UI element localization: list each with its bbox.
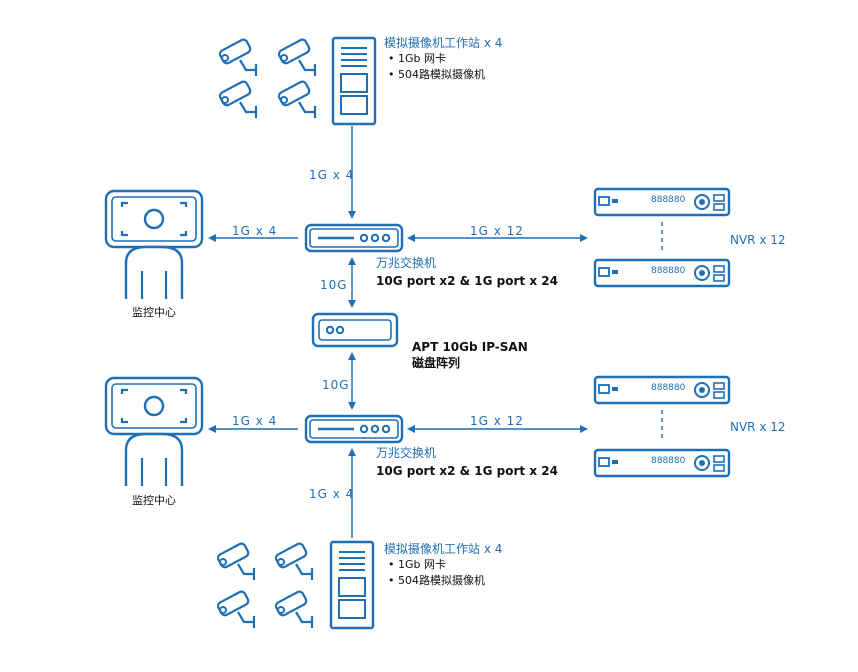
camera-icon xyxy=(273,589,314,630)
top-switch-spec: 10G port x2 & 1G port x 24 xyxy=(376,274,558,288)
nvr-display: 888880 xyxy=(651,266,686,276)
bottom-switch-name: 万兆交换机 xyxy=(376,446,437,460)
bottom-storage-link-label: 10G xyxy=(322,378,350,392)
camera-icon xyxy=(217,79,258,120)
bottom-monitor-label: 监控中心 xyxy=(132,494,176,507)
top-monitor-label: 监控中心 xyxy=(132,306,176,319)
top-workstation-title: 模拟摄像机工作站 x 4 xyxy=(384,36,503,50)
bottom-nvr-count-label: NVR x 12 xyxy=(730,420,786,434)
bullet-text: 1Gb 网卡 xyxy=(398,558,447,571)
top-workstation-bullet: • 1Gb 网卡 xyxy=(388,52,447,65)
nvr-display: 888880 xyxy=(651,383,686,393)
top-uplink-label: 1G x 4 xyxy=(309,168,355,182)
server-icon xyxy=(329,540,375,630)
bottom-switch-spec: 10G port x2 & 1G port x 24 xyxy=(376,464,558,478)
camera-icon xyxy=(217,37,258,78)
camera-icon xyxy=(276,79,317,120)
nvr-display: 888880 xyxy=(651,195,686,205)
top-switch-name: 万兆交换机 xyxy=(376,256,437,270)
bullet-text: 504路模拟摄像机 xyxy=(398,574,485,587)
camera-icon xyxy=(215,541,256,582)
bullet-text: 504路模拟摄像机 xyxy=(398,68,485,81)
storage-icon xyxy=(311,312,399,348)
top-monitor-link-label: 1G x 4 xyxy=(232,224,278,238)
server-icon xyxy=(331,36,377,126)
bottom-monitor-link-label: 1G x 4 xyxy=(232,414,278,428)
bottom-nvr-link-label: 1G x 12 xyxy=(470,414,524,428)
switch-icon xyxy=(304,223,404,253)
top-nvr-link-label: 1G x 12 xyxy=(470,224,524,238)
switch-icon xyxy=(304,414,404,444)
top-nvr-count-label: NVR x 12 xyxy=(730,233,786,247)
bullet-text: 1Gb 网卡 xyxy=(398,52,447,65)
monitor-center-icon xyxy=(104,376,204,488)
monitor-center-icon xyxy=(104,189,204,301)
top-workstation-bullet: • 504路模拟摄像机 xyxy=(388,68,485,81)
nvr-display: 888880 xyxy=(651,456,686,466)
camera-icon xyxy=(215,589,256,630)
bottom-workstation-bullet: • 1Gb 网卡 xyxy=(388,558,447,571)
bottom-workstation-title: 模拟摄像机工作站 x 4 xyxy=(384,542,503,556)
top-storage-link-label: 10G xyxy=(320,278,348,292)
storage-title: APT 10Gb IP-SAN xyxy=(412,340,528,354)
storage-subtitle: 磁盘阵列 xyxy=(412,356,461,370)
bottom-workstation-bullet: • 504路模拟摄像机 xyxy=(388,574,485,587)
camera-icon xyxy=(276,37,317,78)
camera-icon xyxy=(273,541,314,582)
bottom-uplink-label: 1G x 4 xyxy=(309,487,355,501)
